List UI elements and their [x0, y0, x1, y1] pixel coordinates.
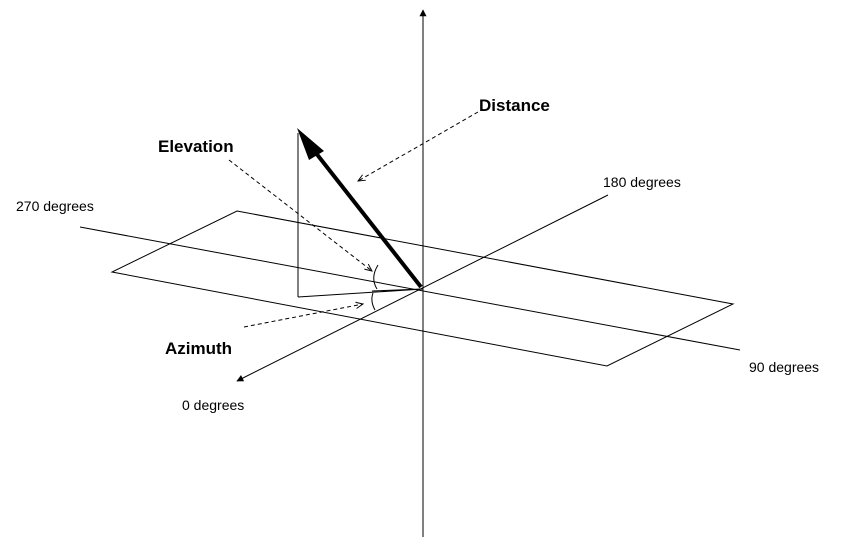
elevation-arc: [373, 264, 379, 290]
horizontal-plane: [110, 210, 735, 367]
elevation-leader: [228, 159, 372, 271]
distance-vector: [310, 146, 423, 289]
label-0-degrees: 0 degrees: [182, 397, 244, 413]
distance-label: Distance: [479, 96, 550, 115]
azimuth-arc: [371, 292, 376, 311]
axis-270-90: [79, 226, 741, 351]
label-90-degrees: 90 degrees: [749, 359, 819, 375]
distance-arrowhead: [297, 128, 324, 160]
azimuth-label: Azimuth: [165, 339, 232, 358]
elevation-label: Elevation: [158, 137, 234, 156]
azimuth-projection-line: [297, 288, 424, 298]
label-270-degrees: 270 degrees: [16, 198, 94, 214]
azimuth-leader: [243, 304, 363, 328]
azimuth-reference-line: [371, 288, 424, 292]
label-180-degrees: 180 degrees: [603, 174, 681, 190]
distance-leader: [358, 111, 479, 181]
